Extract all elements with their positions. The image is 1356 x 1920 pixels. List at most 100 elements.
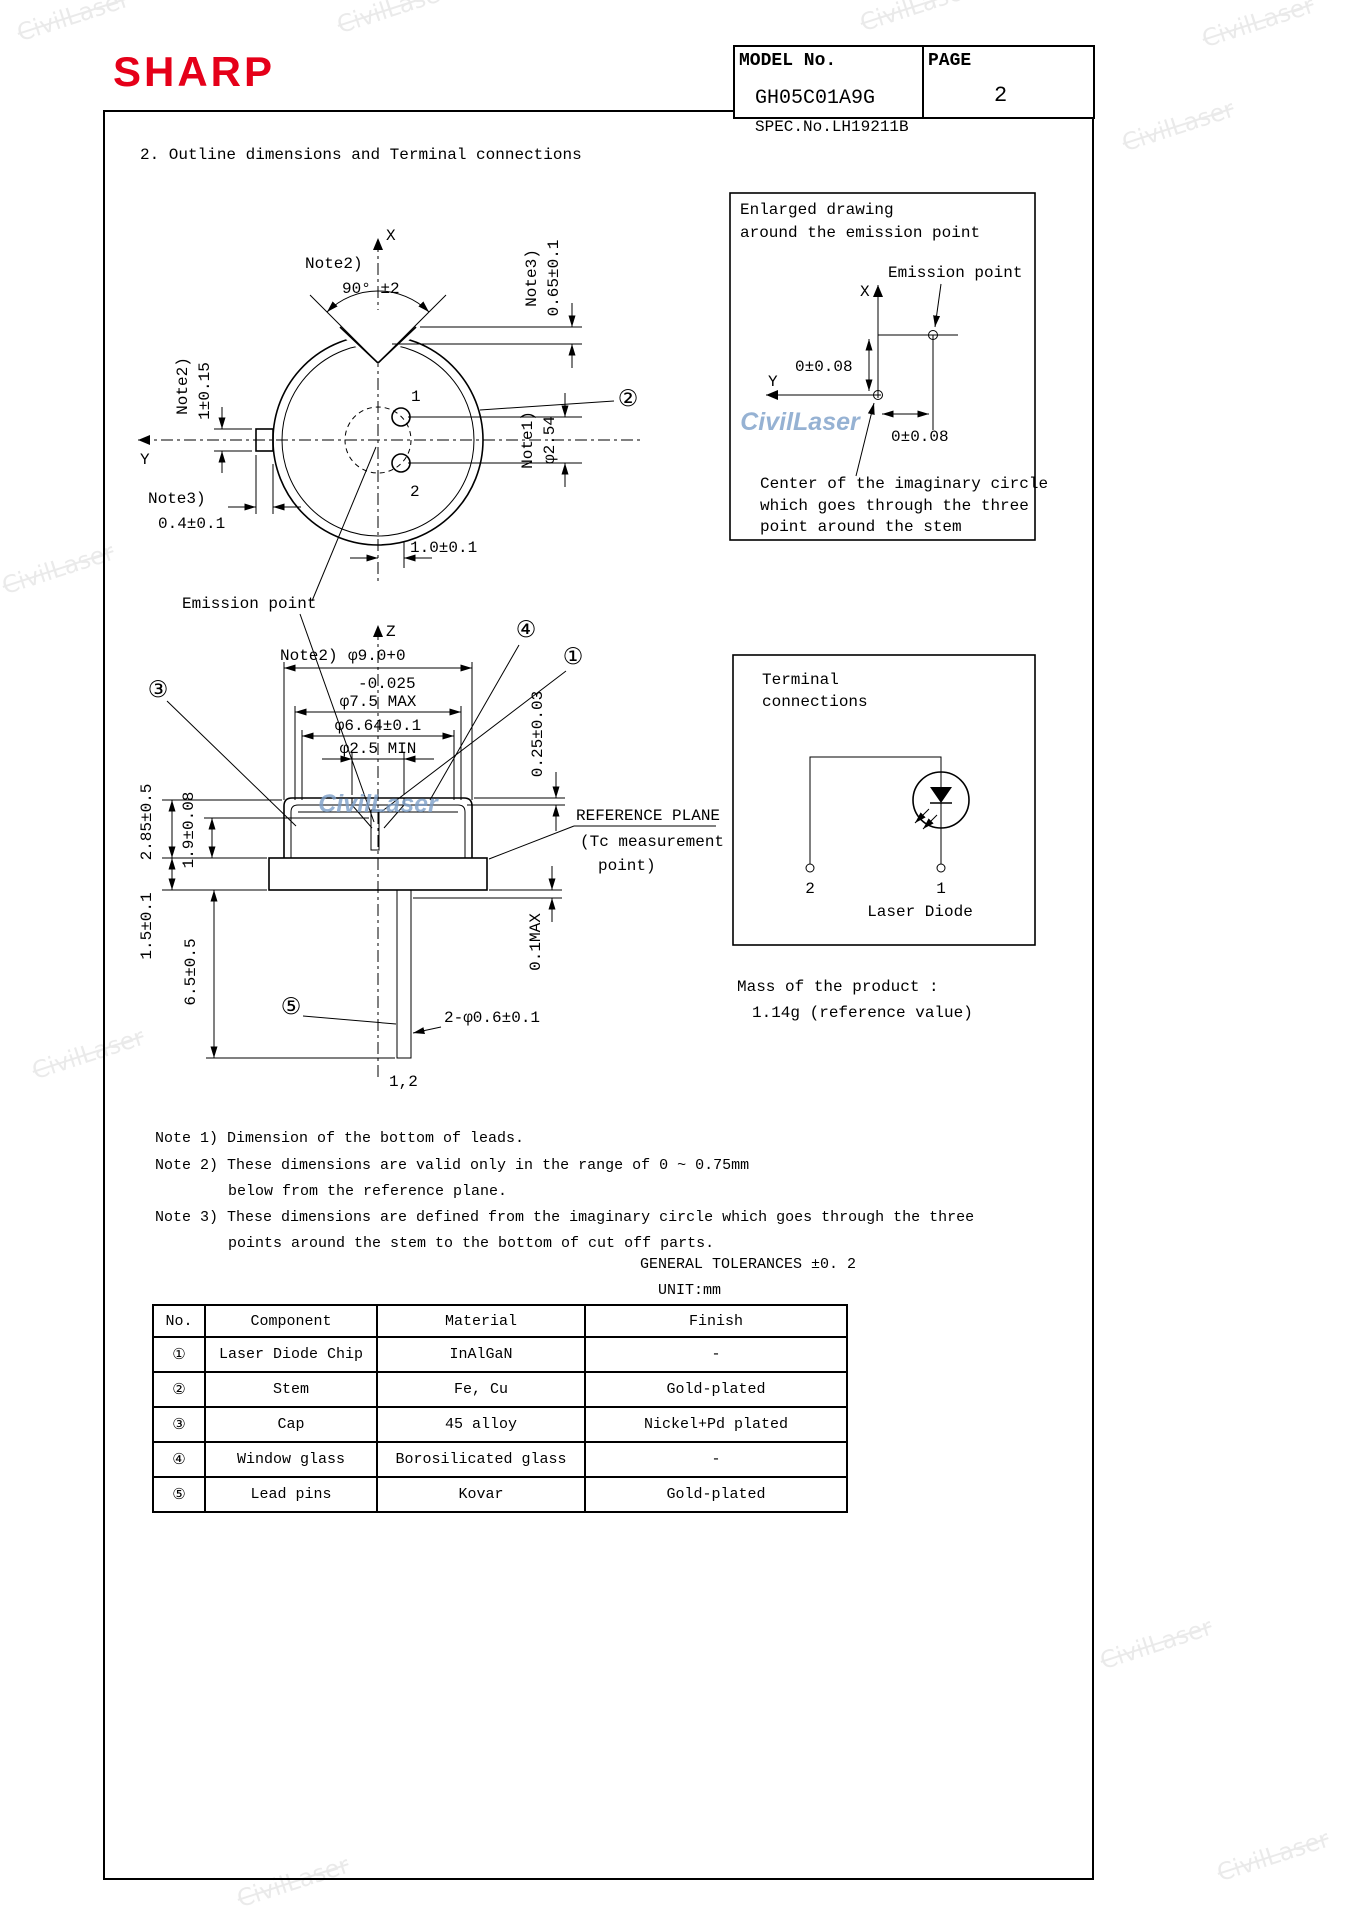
enlarged-x-arrow xyxy=(873,285,883,297)
callout-chip: ① xyxy=(563,645,584,671)
table-cell: 45 alloy xyxy=(376,1406,586,1443)
note-2-line-1: Note 2) These dimensions are valid only … xyxy=(155,1157,750,1174)
table-header-row: No. Component Material Finish xyxy=(152,1304,848,1338)
pin-2-label: 2 xyxy=(410,483,420,501)
pin-circle-dashed xyxy=(344,406,412,474)
top-axis-x-label: X xyxy=(386,227,396,245)
terminal-1-label: 1 xyxy=(936,880,946,898)
dim-flange-thickness: 1.5±0.1 xyxy=(138,892,156,959)
unit-label: UNIT:mm xyxy=(658,1282,722,1299)
cut-dim: 0.4±0.1 xyxy=(158,515,225,533)
terminal-connections-box: Terminal connections 2 1 Laser Diode xyxy=(732,654,1036,946)
table-row: ⑤ Lead pins Kovar Gold-plated xyxy=(152,1476,848,1513)
terminal-title-2: connections xyxy=(762,693,868,711)
dia-outer-note: Note2) xyxy=(280,647,338,665)
table-cell: Cap xyxy=(204,1406,378,1443)
dia-outer-tol: -0.025 xyxy=(358,675,416,693)
dim-emission-height: 1.9±0.08 xyxy=(180,792,198,869)
pin-2-hole xyxy=(391,453,411,473)
callout-lead-pins: ⑤ xyxy=(281,995,302,1021)
laser-chip xyxy=(370,809,380,851)
side-axis-z: Z xyxy=(386,623,396,641)
dia-glass-dim: φ6.64±0.1 xyxy=(335,717,421,735)
col-header-component: Component xyxy=(204,1304,378,1338)
dia-aperture-dim: φ2.5 MIN xyxy=(340,740,417,758)
reference-plane-label: REFERENCE PLANE xyxy=(576,807,720,825)
general-tolerances: GENERAL TOLERANCES ±0. 2 xyxy=(640,1256,857,1273)
lead-pin xyxy=(396,889,412,1059)
y-axis-arrow xyxy=(138,435,150,445)
dia-cap-dim: φ7.5 MAX xyxy=(340,693,417,711)
callout-window-glass: ④ xyxy=(516,618,537,644)
section-title: 2. Outline dimensions and Terminal conne… xyxy=(140,146,582,164)
cap-inner-wall xyxy=(290,804,466,858)
parts-table: No. Component Material Finish ① Laser Di… xyxy=(152,1304,848,1513)
model-label: MODEL No. xyxy=(739,51,837,71)
enlarged-y-arrow xyxy=(766,390,778,400)
enlarged-dim-horizontal: 0±0.08 xyxy=(891,428,949,446)
enlarged-caption-3: point around the stem xyxy=(760,518,962,536)
emission-point-label: Emission point xyxy=(182,595,316,613)
cut-note: Note3) xyxy=(148,490,206,508)
top-axis-y-label: Y xyxy=(140,451,150,469)
top-offset-note: Note3) xyxy=(523,249,541,307)
note-3-line-2: points around the stem to the bottom of … xyxy=(228,1235,715,1252)
light-emission-arrow xyxy=(922,814,938,830)
light-emission-arrow xyxy=(914,808,930,824)
dim-flatness: 0.1MAX xyxy=(527,913,545,971)
pin-circle-note: Note1) xyxy=(519,411,537,469)
stem-flange xyxy=(268,857,488,891)
table-cell: Nickel+Pd plated xyxy=(584,1406,848,1443)
diode-triangle xyxy=(930,787,952,803)
tab-dim: 1±0.15 xyxy=(196,362,214,420)
enlarged-caption-2: which goes through the three xyxy=(760,497,1029,515)
enlarged-title-2: around the emission point xyxy=(740,224,980,242)
table-cell: InAlGaN xyxy=(376,1336,586,1373)
table-row: ④ Window glass Borosilicated glass - xyxy=(152,1441,848,1478)
watermark-civillaser: CivilLaser xyxy=(740,408,861,436)
lead-numbers: 1,2 xyxy=(389,1073,418,1091)
enlarged-dim-vertical: 0±0.08 xyxy=(795,358,853,376)
lead-dia-dim: 2-φ0.6±0.1 xyxy=(444,1009,540,1027)
terminal-1 xyxy=(936,863,946,873)
table-cell: Borosilicated glass xyxy=(376,1441,586,1478)
terminal-title-1: Terminal xyxy=(762,671,839,689)
pin-circle-dim: φ2.54 xyxy=(541,416,559,464)
content-border xyxy=(103,110,1094,1880)
table-cell: Fe, Cu xyxy=(376,1371,586,1408)
table-row: ③ Cap 45 alloy Nickel+Pd plated xyxy=(152,1406,848,1443)
table-cell: Laser Diode Chip xyxy=(204,1336,378,1373)
spec-number: SPEC.No.LH19211B xyxy=(755,118,909,136)
table-cell: ③ xyxy=(152,1406,206,1443)
stem-tab xyxy=(255,428,274,452)
table-cell: ④ xyxy=(152,1441,206,1478)
table-cell: ② xyxy=(152,1371,206,1408)
page-number: 2 xyxy=(994,83,1008,108)
enlarged-title-1: Enlarged drawing xyxy=(740,201,894,219)
col-header-no: No. xyxy=(152,1304,206,1338)
note-2-line-2: below from the reference plane. xyxy=(228,1183,508,1200)
enlarged-emission-point xyxy=(928,330,938,340)
enlarged-caption-1: Center of the imaginary circle xyxy=(760,475,1048,493)
page-label: PAGE xyxy=(928,51,972,71)
mass-value: 1.14g (reference value) xyxy=(752,1004,973,1022)
notch-dim: 1.0±0.1 xyxy=(410,539,477,557)
dim-lead-length: 6.5±0.5 xyxy=(182,938,200,1005)
z-axis-arrow xyxy=(373,625,383,637)
watermark: CivilLaser xyxy=(1096,1612,1216,1676)
tab-note: Note2) xyxy=(174,357,192,415)
watermark-civillaser: CivilLaser xyxy=(318,790,439,818)
top-view-drawing: X Y Note2) 90° ±2 1 2 xyxy=(138,227,640,823)
watermark: CivilLaser xyxy=(1213,1824,1333,1888)
angle-dim: 90° ±2 xyxy=(342,280,400,298)
table-cell: Window glass xyxy=(204,1441,378,1478)
x-axis-arrow xyxy=(373,238,383,250)
page-cell: PAGE 2 xyxy=(924,47,1093,117)
model-value: GH05C01A9G xyxy=(755,87,876,110)
col-header-material: Material xyxy=(376,1304,586,1338)
enlarged-origin-point xyxy=(873,390,883,400)
table-cell: Stem xyxy=(204,1371,378,1408)
technical-drawing: X Y Note2) 90° ±2 1 2 xyxy=(138,192,1048,1091)
enlarged-emission-label: Emission point xyxy=(888,264,1022,282)
